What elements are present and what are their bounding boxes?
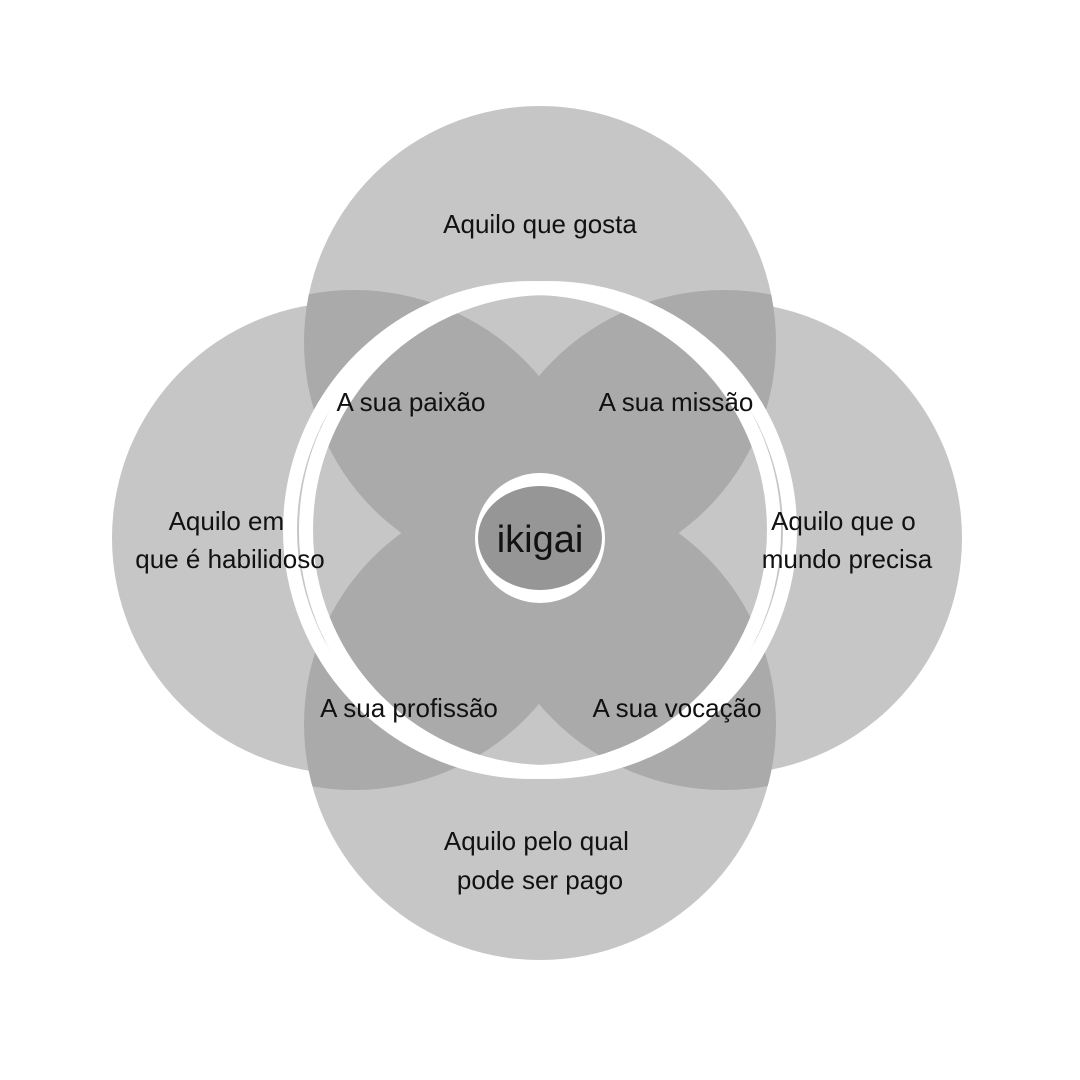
center-region [478,486,602,590]
label-left: Aquilo em que é habilidoso [135,506,324,574]
label-right: Aquilo que o mundo precisa [762,506,933,574]
label-ikigai: ikigai [497,519,584,561]
label-top: Aquilo que gosta [443,209,637,239]
label-missao: A sua missão [599,387,754,417]
labels: Aquilo que gosta Aquilo em que é habilid… [135,209,932,895]
ring-upper-right [299,281,797,779]
label-vocacao: A sua vocação [592,693,761,723]
label-bottom: Aquilo pelo qual pode ser pago [444,826,636,895]
center-lens [478,486,602,590]
label-profissao: A sua profissão [320,693,498,723]
label-paixao: A sua paixão [337,387,486,417]
